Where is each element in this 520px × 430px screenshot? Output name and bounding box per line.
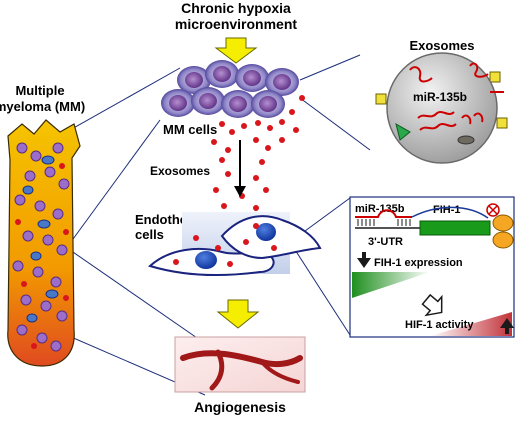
mirna-binding-strand [355,209,412,218]
mirna-strand [473,112,484,123]
mirna-strand [409,66,433,83]
hif-activity-label: HIF-1 activity [405,319,474,331]
inset-gene-label: FIH-1 [433,204,461,216]
up-arrow-icon [500,318,514,334]
yellow-down-arrow-icon [214,37,258,64]
connector-line [289,241,351,336]
mm-cell [191,87,225,115]
molecular-inset: miR-135b FIH-1 3'-UTR FIH-1 expression H… [349,196,515,338]
mirna-strand [469,62,489,78]
connector-line [69,249,201,341]
connector-line [69,67,181,131]
hollow-arrow-icon [421,293,443,317]
exosomes-title: Exosomes [409,38,474,53]
endothelial-nucleus [195,251,217,269]
mm-label-line2: myeloma (MM) [0,99,85,114]
exosome-mirna-label: miR-135b [413,90,467,104]
mm-cell-cluster [161,60,299,118]
mirna-strand [419,123,457,131]
membrane-protein [496,117,508,129]
base-pairs [357,219,411,226]
mrna-loop [411,206,489,219]
membrane-protein [375,93,387,105]
mm-cell [205,60,239,88]
mm-cell [221,90,255,118]
connector-line [64,119,161,251]
mirna-strand [461,114,472,125]
bone-marrow-cells [12,142,70,352]
vessel-branch [260,360,300,384]
exosome-dots [211,95,305,211]
protein-cargo [457,135,475,145]
connector-line [299,54,361,81]
yellow-down-arrow-icon [216,299,260,329]
mirna-strand [417,111,455,119]
fih1-gene-box [419,220,491,236]
ribosome-subunit [492,214,514,232]
internalized-exosomes [173,223,277,267]
mm-cell [251,90,285,118]
inhibit-icon [486,203,500,217]
endothelial-label-line2: cells [135,227,164,242]
mm-cells-label: MM cells [163,122,217,137]
utr-label: 3'-UTR [368,236,403,248]
mm-label-line1: Multiple [15,83,64,98]
ribosome-subunit [492,231,514,249]
hypoxia-label-line2: microenvironment [175,16,297,32]
membrane-protein [489,71,501,83]
connector-line [299,97,371,151]
hypoxia-label-line1: Chronic hypoxia [181,0,291,16]
mm-cell [177,66,211,94]
vessel-branch [209,349,225,391]
exosomes-arrow-label: Exosomes [150,164,210,178]
mm-cell [265,68,299,96]
mm-cell [161,89,195,117]
endothelial-nucleus [256,223,276,241]
exosome-zoom: miR-135b [375,52,508,164]
fih-decrease-wedge [352,272,430,298]
protein-cargo [395,122,411,141]
fih-expression-label: FIH-1 expression [374,257,463,269]
transfer-arrow-head-icon [234,186,246,197]
hif-increase-wedge [430,312,512,336]
mm-cell [235,64,269,92]
down-arrow-icon [357,252,371,268]
exosome-vesicle [386,52,498,164]
angiogenesis-label: Angiogenesis [194,399,286,415]
